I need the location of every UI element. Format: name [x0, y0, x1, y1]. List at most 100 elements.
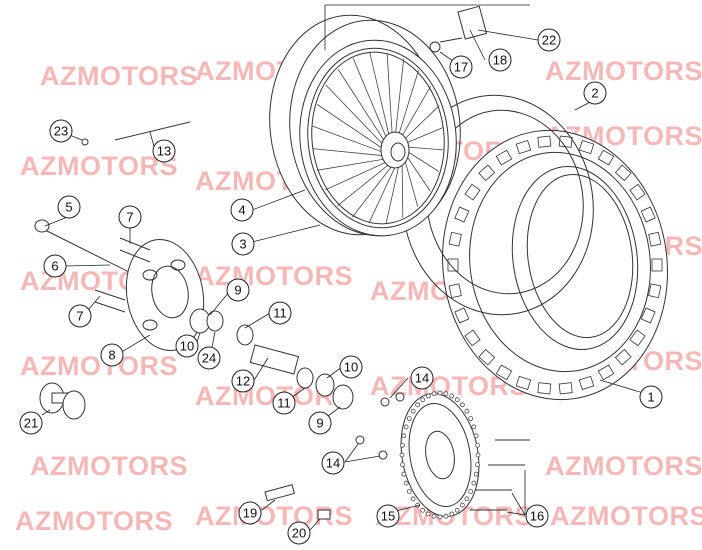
sprocket-tooth [464, 408, 470, 414]
svg-text:7: 7 [76, 309, 83, 324]
tread-block [454, 206, 470, 223]
svg-text:8: 8 [108, 348, 115, 363]
callout-20[interactable]: 20 [287, 521, 311, 545]
tread-block [537, 135, 552, 148]
spoke [352, 58, 389, 142]
svg-text:20: 20 [292, 526, 306, 541]
watermark: AZMOTORS [550, 501, 702, 531]
sprocket-icon [399, 390, 481, 520]
sprocket-tooth [400, 462, 405, 468]
svg-text:17: 17 [454, 60, 468, 75]
watermark: AZMOTORS [30, 451, 188, 481]
spoke [316, 158, 388, 171]
sprocket-tooth [475, 442, 480, 448]
spoked-rim-icon [299, 39, 457, 237]
spoke [368, 161, 398, 224]
callout-11[interactable]: 11 [272, 391, 296, 415]
callout-9[interactable]: 9 [308, 411, 332, 435]
callout-19[interactable]: 19 [238, 501, 262, 525]
tread-block [558, 382, 573, 395]
sprocket-tooth [459, 402, 465, 408]
callout-16[interactable]: 16 [525, 504, 549, 528]
callout-12[interactable]: 12 [231, 369, 255, 393]
callout-18[interactable]: 18 [488, 48, 512, 72]
sprocket-tooth [415, 402, 421, 408]
sprocket-tooth [443, 391, 449, 397]
tread-block [454, 307, 470, 324]
tire-tread [447, 135, 663, 395]
spoke [386, 52, 393, 139]
sprocket-tooth [431, 391, 437, 397]
tread-block [537, 382, 552, 395]
svg-text:11: 11 [277, 396, 291, 411]
callout-24[interactable]: 24 [197, 346, 221, 370]
sprocket-tooth [406, 489, 412, 494]
sprocket-teeth [399, 390, 481, 520]
callout-9[interactable]: 9 [226, 278, 250, 302]
callout-22[interactable]: 22 [537, 28, 561, 52]
spoke [397, 70, 419, 139]
tread-block [629, 183, 646, 201]
callout-2[interactable]: 2 [583, 81, 607, 105]
sprocket-tooth [403, 480, 409, 486]
svg-text:24: 24 [202, 351, 216, 366]
spoke [399, 85, 432, 140]
watermark: AZMOTORS [40, 61, 198, 91]
callout-10[interactable]: 10 [175, 334, 199, 358]
callout-1[interactable]: 1 [639, 385, 663, 409]
spoke [316, 104, 386, 151]
bearings [189, 308, 354, 410]
tread-block [478, 348, 496, 366]
tread-block [578, 139, 595, 155]
disc-bolts [94, 237, 151, 313]
tire-icon [442, 129, 668, 401]
callout-7[interactable]: 7 [68, 304, 92, 328]
callout-15[interactable]: 15 [376, 504, 400, 528]
tread-block [614, 164, 632, 182]
sprocket-tooth [468, 416, 474, 421]
watermark: AZMOTORS [20, 151, 178, 181]
tread-block [640, 307, 656, 324]
sprocket-tooth [464, 496, 470, 502]
svg-text:6: 6 [51, 259, 58, 274]
callout-7[interactable]: 7 [118, 205, 142, 229]
callout-6[interactable]: 6 [43, 254, 67, 278]
callout-3[interactable]: 3 [231, 232, 255, 256]
svg-text:2: 2 [591, 86, 598, 101]
sprocket-tooth [471, 424, 477, 430]
sprocket-tooth [449, 393, 455, 399]
sprocket-tooth [399, 452, 405, 458]
sprocket-tooth [443, 513, 449, 519]
svg-text:14: 14 [415, 371, 429, 386]
callout-11[interactable]: 11 [268, 301, 292, 325]
callout-14[interactable]: 14 [410, 366, 434, 390]
tread-block [495, 364, 513, 381]
svg-text:3: 3 [239, 237, 246, 252]
sprocket-tooth [454, 507, 460, 513]
callout-13[interactable]: 13 [152, 139, 176, 163]
spoke [312, 148, 387, 157]
callout-5[interactable]: 5 [57, 195, 81, 219]
callout-14[interactable]: 14 [321, 451, 345, 475]
callout-17[interactable]: 17 [449, 55, 473, 79]
svg-text:1: 1 [647, 390, 654, 405]
sprocket-tooth [420, 397, 426, 403]
spoke [404, 149, 440, 172]
spoke [369, 52, 391, 140]
callout-10[interactable]: 10 [339, 355, 363, 379]
spoke [337, 69, 387, 145]
callout-8[interactable]: 8 [100, 343, 124, 367]
tread-block [478, 164, 496, 182]
tread-block [448, 283, 462, 299]
sprocket-tooth [475, 462, 480, 468]
svg-text:7: 7 [126, 210, 133, 225]
svg-text:19: 19 [243, 506, 257, 521]
sprocket-tooth [425, 511, 431, 517]
svg-text:12: 12 [236, 374, 250, 389]
tread-block [464, 183, 481, 201]
callout-21[interactable]: 21 [19, 411, 43, 435]
callout-23[interactable]: 23 [49, 119, 73, 143]
callout-4[interactable]: 4 [230, 198, 254, 222]
misc-parts [81, 5, 488, 520]
